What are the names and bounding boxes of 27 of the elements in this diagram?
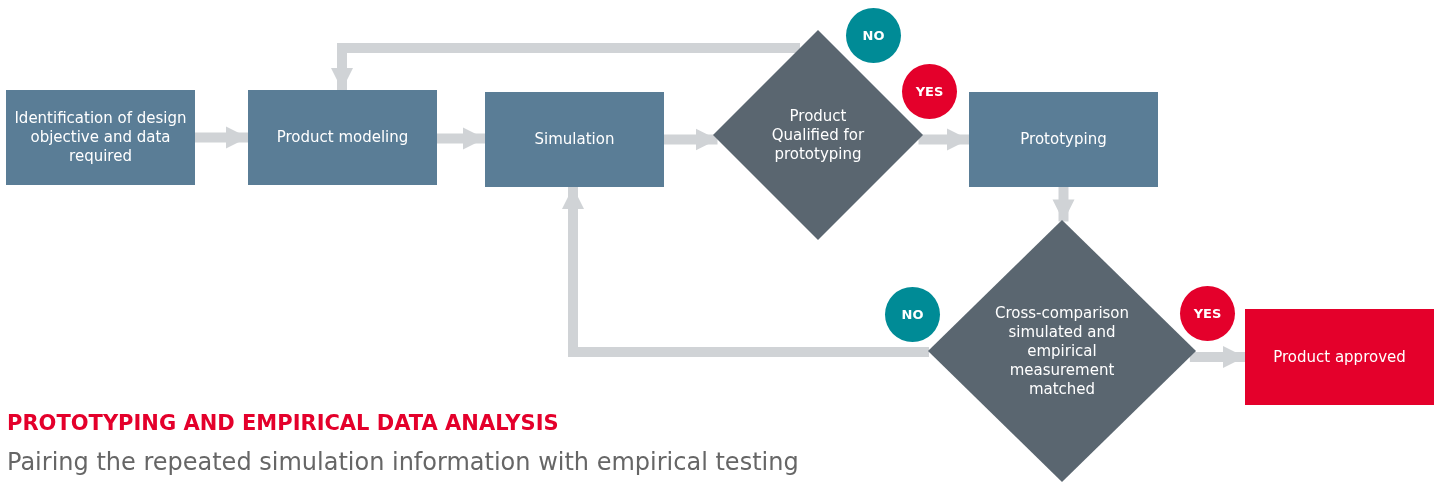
- node-text: Cross-comparison simulated and empirical measurement matched: [993, 303, 1131, 399]
- process-box: [248, 90, 437, 185]
- node-text: Product approved: [1273, 347, 1406, 367]
- caption: Pairing the repeated simulation information with empirical testing: [7, 446, 799, 478]
- arrow: [562, 187, 929, 357]
- node-text: Product Qualified for prototyping: [770, 106, 866, 164]
- arrow: [664, 128, 718, 151]
- process-box: [485, 92, 664, 187]
- arrow: [1189, 346, 1245, 368]
- process-box: [6, 90, 195, 185]
- decision-diamond: [928, 220, 1196, 482]
- node-text: Prototyping: [1020, 130, 1107, 149]
- process-box: [969, 92, 1158, 187]
- node-text: Product modeling: [276, 128, 409, 147]
- title: PROTOTYPING AND EMPIRICAL DATA ANALYSIS: [7, 410, 560, 437]
- node-text: Simulation: [534, 130, 615, 149]
- node-text: YES: [1193, 304, 1222, 323]
- node-text: NO: [901, 305, 924, 324]
- arrow: [918, 128, 969, 151]
- arrow: [1052, 187, 1075, 222]
- arrow: [331, 43, 800, 90]
- arrow: [437, 127, 485, 150]
- node-text: YES: [915, 82, 944, 101]
- node-text: Identification of design objective and data required: [14, 109, 187, 166]
- node-text: NO: [862, 26, 885, 45]
- arrow: [195, 126, 248, 149]
- process-box: [1245, 309, 1434, 405]
